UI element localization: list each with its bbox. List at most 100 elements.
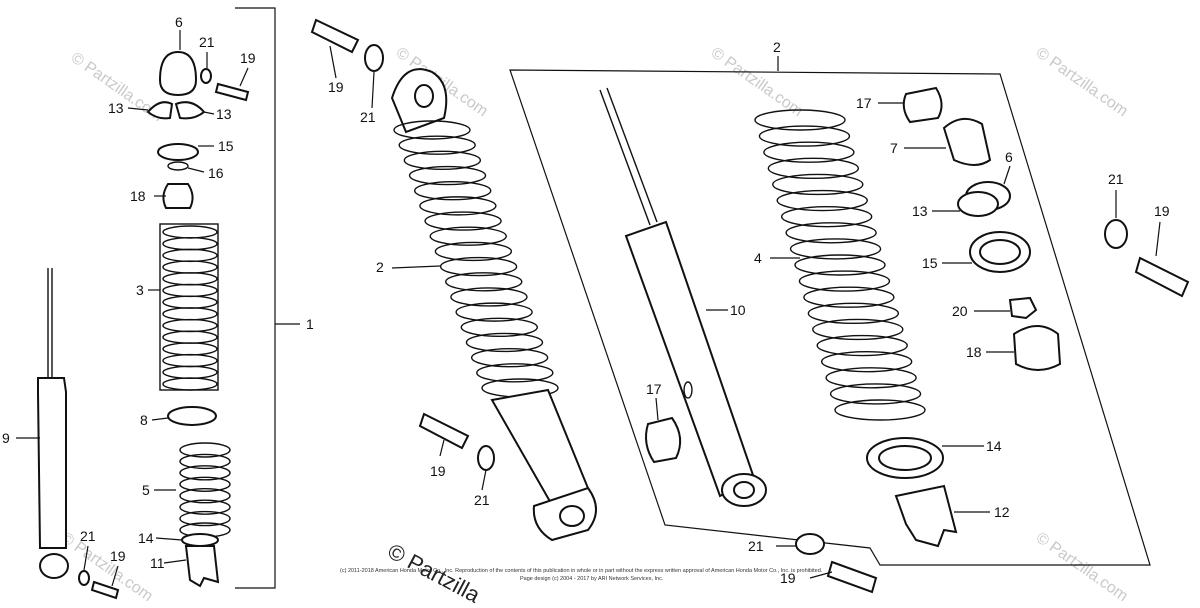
callout-19-top-left: 19 [240, 50, 256, 66]
copyright-line-1: (c) 2011-2018 American Honda Motor Co., … [340, 568, 823, 574]
spring-5-coil [179, 453, 231, 470]
copyright-line-2: Page design (c) 2004 - 2017 by ARI Netwo… [520, 576, 664, 582]
part-13-collar-left [146, 101, 174, 120]
washer-top-middle [364, 44, 384, 72]
spring-5-coil [179, 510, 231, 527]
callout-13-right: 13 [912, 203, 928, 219]
spring-2-coil [398, 135, 476, 155]
spring-4-coil [829, 383, 922, 405]
spring-2-coil [450, 287, 528, 307]
callout-21-right: 21 [1108, 171, 1124, 187]
spring-5-coil [179, 465, 231, 481]
spring-2-coil [429, 226, 507, 246]
spring-3-coil [162, 353, 218, 368]
assembly-1-bracket [235, 7, 276, 589]
part-21-washer-bottom [795, 533, 825, 555]
spring-2-coil [434, 241, 513, 262]
spring-2-coil [460, 317, 538, 337]
callout-21-lower-middle: 21 [474, 492, 490, 508]
spring-4-coil [754, 109, 846, 131]
callout-19-bottom: 19 [780, 570, 796, 586]
part-13-collar-right-group [957, 191, 999, 217]
part-21-washer-top-left [200, 68, 212, 84]
part-9-eye [39, 553, 69, 579]
callout-12: 12 [994, 504, 1010, 520]
spring-4-coil [763, 141, 855, 163]
part-19-bolt-right [1134, 256, 1190, 298]
spring-2-coil [393, 120, 471, 140]
part-18-rubber-right [1012, 325, 1062, 371]
spring-5-coil [179, 488, 231, 504]
watermark-bottom-right: © Partzilla.com [1033, 529, 1131, 605]
callout-9: 9 [2, 430, 10, 446]
spring-4-coil [758, 125, 851, 147]
part-3-spring [159, 223, 219, 391]
spring-3-coil [162, 330, 218, 344]
spring-4-coil [780, 205, 873, 228]
part-6-cap [158, 50, 198, 97]
callout-2-middle: 2 [376, 259, 384, 275]
callout-19-top-middle: 19 [328, 79, 344, 95]
spring-2-coil [403, 150, 482, 171]
spring-4-coil [772, 173, 864, 196]
callout-21-top-left: 21 [199, 34, 215, 50]
spring-2-coil [408, 165, 487, 186]
leader-lines [16, 30, 1161, 587]
part-21-washer-right [1104, 219, 1128, 249]
part-7-cap [942, 117, 992, 166]
spring-4-coil [803, 286, 895, 308]
callout-21-bottom: 21 [748, 538, 764, 554]
callout-5: 5 [142, 482, 150, 498]
spring-4 [754, 109, 926, 421]
callout-10: 10 [730, 302, 746, 318]
spring-5-coil [179, 476, 231, 492]
spring-4-coil [807, 302, 900, 325]
assembled-shock [310, 18, 597, 542]
callout-7: 7 [890, 140, 898, 156]
spring-3-coil [162, 295, 218, 309]
callout-16: 16 [208, 165, 224, 181]
spring-3-coil [162, 307, 218, 321]
callout-14-left: 14 [138, 530, 154, 546]
spring-2-coil [445, 272, 523, 292]
callout-8: 8 [140, 412, 148, 428]
callout-21-bottom-left: 21 [80, 528, 96, 544]
spring-2-coil [476, 363, 554, 383]
spring-2-coil [470, 347, 549, 368]
spring-5-coil [179, 442, 231, 458]
callout-6-left: 6 [175, 14, 183, 30]
assembly-2-boundary [509, 69, 1151, 566]
part-12-guide [894, 484, 958, 548]
callout-19-right: 19 [1154, 203, 1170, 219]
spring-4-coil [776, 189, 868, 212]
watermark-right: © Partzilla.com [1033, 44, 1131, 120]
callout-1: 1 [306, 316, 314, 332]
left-column-parts [37, 50, 250, 600]
spring-4-coil [834, 399, 926, 421]
part-17-bushing-lower [645, 416, 682, 464]
spring-2-coil [439, 256, 518, 277]
spring-2-coil [455, 302, 533, 322]
spring-4-coil [798, 270, 891, 292]
callout-17-lower: 17 [646, 381, 662, 397]
spring-4-coil [820, 350, 913, 373]
callout-15-right: 15 [922, 255, 938, 271]
callout-13-left: 13 [108, 100, 124, 116]
part-19-bolt-top-left [214, 82, 250, 102]
part-18-rubber [162, 183, 194, 209]
spring-2-coil [414, 181, 492, 201]
spring-4-coil [785, 222, 877, 244]
callout-11: 11 [150, 555, 165, 571]
spring-3-coil [162, 225, 218, 239]
spring-2-coil [465, 332, 544, 353]
callout-18-right: 18 [966, 344, 982, 360]
callout-18-left: 18 [130, 188, 146, 204]
spring-3-coil [162, 318, 218, 333]
callout-14-right: 14 [986, 438, 1002, 454]
right-side-parts [795, 86, 1190, 594]
spring-4-coil [794, 254, 886, 276]
callout-13-left-b: 13 [216, 106, 232, 122]
part-8-stopper [167, 406, 217, 426]
spring-3-coil [162, 377, 218, 391]
